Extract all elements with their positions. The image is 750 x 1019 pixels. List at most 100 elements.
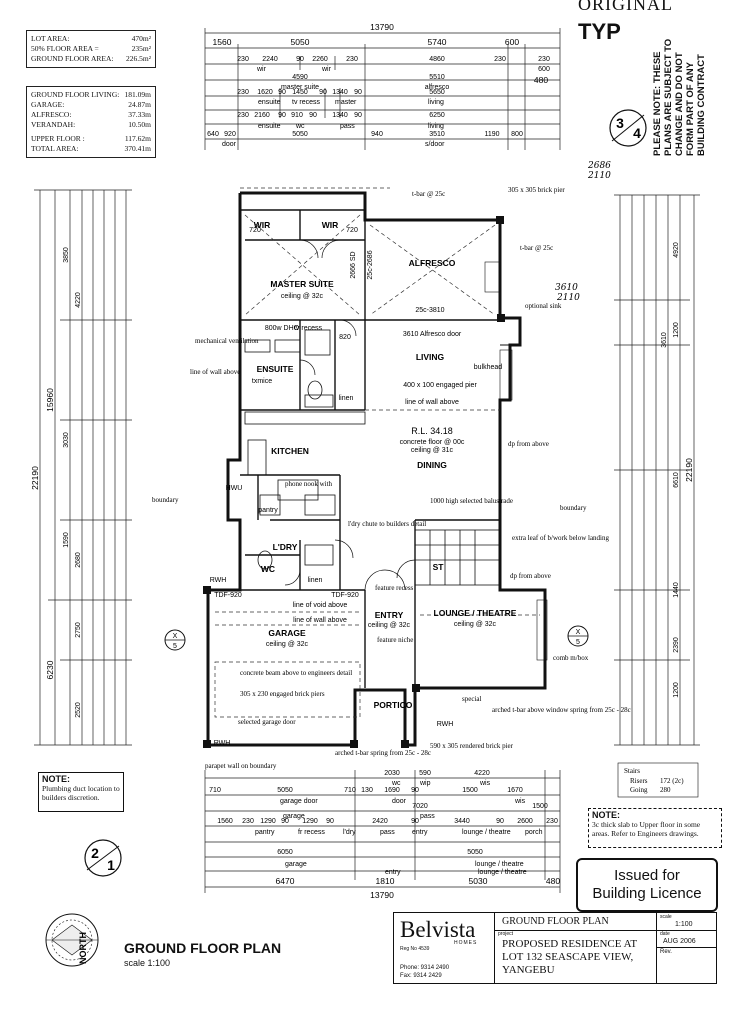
- stairs-going-value: 280: [660, 786, 671, 794]
- dim-label: wc: [391, 780, 401, 787]
- rl-level: R.L. 34.18: [411, 426, 453, 436]
- dim-label: 5510: [429, 74, 445, 81]
- note-text: line of void above: [293, 602, 348, 609]
- dim-label: ensuite: [258, 99, 281, 106]
- note-text: optional sink: [525, 302, 562, 310]
- date-label: date: [660, 931, 670, 937]
- dim-label: 90: [496, 818, 504, 825]
- dim-label: 6470: [276, 876, 295, 886]
- dim-label: 480: [546, 876, 560, 886]
- dim-label: 600: [538, 66, 550, 73]
- dim-label: lounge / theatre: [478, 869, 527, 876]
- note-text: t-bar @ 25c: [520, 244, 553, 252]
- dim-label: 5650: [429, 89, 445, 96]
- project-line2: LOT 132 SEASCAPE VIEW,: [502, 951, 634, 963]
- dim-label: 230: [237, 56, 249, 63]
- dim-label: 5030: [469, 876, 488, 886]
- company-fax: Fax: 9314 2429: [400, 973, 442, 979]
- dashed-lines: [214, 187, 540, 718]
- plan-annotations: R.L. 34.18 concrete floor @ 00c ceiling …: [152, 186, 631, 770]
- please-note-block: PLEASE NOTE: THESE PLANS ARE SUBJECT TO …: [648, 30, 708, 160]
- sheet-marker-number: 4: [633, 125, 641, 141]
- company-reg: Reg No 4539: [400, 946, 430, 952]
- dim-label: 590: [419, 770, 431, 777]
- note-text: dp from above: [510, 572, 551, 580]
- note-text: extra leaf of b/work below landing: [512, 534, 609, 542]
- sheet-title: GROUND FLOOR PLAN: [502, 916, 609, 927]
- dim-label: 5050: [291, 37, 310, 47]
- dim-label: 1620: [257, 89, 273, 96]
- dim-label: 480: [534, 75, 548, 85]
- section-marker-left: X 5: [164, 629, 186, 651]
- stairs-risers-label: Risers: [630, 777, 648, 785]
- dim-label: 4220: [75, 292, 82, 308]
- bottom-dimension-lines: [204, 770, 561, 893]
- note-text: comb m/box: [553, 654, 589, 662]
- dim-label: pass: [380, 829, 395, 836]
- plumbing-note: NOTE: Plumbing duct location to builders…: [38, 772, 124, 812]
- sheet-marker-bottom: 2 1: [84, 839, 122, 877]
- note-text: feature niche: [377, 636, 413, 644]
- area-label: GROUND FLOOR AREA:: [31, 54, 114, 63]
- dim-label: 1450: [292, 89, 308, 96]
- section-marker-number: 5: [173, 643, 177, 650]
- area-breakdown-table: GROUND FLOOR LIVING:181.09m GARAGE:24.87…: [26, 86, 156, 158]
- dim-label: living: [428, 99, 444, 106]
- dim-label: 230: [546, 818, 558, 825]
- title-main: GROUND FLOOR PLAN project PROPOSED RESID…: [494, 913, 656, 983]
- room-label-ensuite: ENSUITE: [257, 364, 294, 374]
- dim-label: 3030: [63, 432, 70, 448]
- note-text: arched t-bar above window spring from 25…: [492, 706, 631, 714]
- dim-label: 2520: [75, 702, 82, 718]
- area-label: ALFRESCO:: [31, 110, 72, 119]
- room-label-alfresco: ALFRESCO: [409, 258, 456, 268]
- dim-label: 1340: [332, 112, 348, 119]
- dim-label: wis: [514, 798, 526, 805]
- bottom-dimension-text: 2030 590 4220 wc wip wis 710 5050 710 13…: [209, 770, 560, 900]
- area-label: GARAGE:: [31, 100, 65, 109]
- area-label: UPPER FLOOR :: [31, 134, 85, 143]
- dim-label: 90: [309, 112, 317, 119]
- note-text: RWH: [210, 577, 227, 584]
- area-value: 235m²: [131, 44, 151, 53]
- note-text: txmice: [252, 378, 272, 385]
- note-text: 25c-3810: [415, 307, 444, 314]
- openings: [484, 261, 548, 661]
- dim-label: garage door: [280, 798, 318, 805]
- project-line3: YANGEBU: [502, 964, 555, 976]
- dim-label: 940: [371, 131, 383, 138]
- area-value: 470m²: [131, 34, 151, 43]
- plan-title-block: GROUND FLOOR PLAN scale 1:100: [124, 940, 281, 968]
- note-text: 590 x 305 rendered brick pier: [430, 742, 514, 750]
- north-label: NORTH: [78, 932, 88, 964]
- dim-label: 1690: [384, 787, 400, 794]
- handwritten-notes: 2686 2110 3610 2110: [555, 161, 611, 303]
- dim-label: 2390: [673, 637, 680, 653]
- handwritten-text: 2110: [556, 293, 580, 303]
- dim-label: 130: [361, 787, 373, 794]
- area-row: GROUND FLOOR AREA:226.5m²: [31, 54, 151, 64]
- dim-label: 1290: [302, 818, 318, 825]
- dim-label: 230: [237, 112, 249, 119]
- area-row: ALFRESCO:37.33m: [31, 110, 151, 120]
- dim-label: 1500: [462, 787, 478, 794]
- note-text: concrete beam above to engineers detail: [240, 669, 352, 677]
- note-text: 305 x 230 engaged brick piers: [240, 690, 325, 698]
- staircase: [414, 529, 501, 586]
- please-note-line: CHANGE AND DO NOT: [674, 52, 685, 156]
- slab-note: NOTE: 3c thick slab to Upper floor in so…: [588, 808, 722, 848]
- issued-stamp: Issued for Building Licence: [576, 858, 718, 912]
- note-text: boundary: [560, 504, 587, 512]
- dim-label: living: [428, 123, 444, 130]
- dim-label: pantry: [255, 829, 275, 836]
- left-dimension-text: 22190 15960 6230 3850 4220 3030 1590 268…: [30, 247, 82, 718]
- note-body: Plumbing duct location to builders discr…: [42, 784, 120, 802]
- room-label-kitchen: KITCHEN: [271, 446, 309, 456]
- area-label: TOTAL AREA:: [31, 144, 79, 153]
- note-text: HWU: [226, 485, 243, 492]
- area-row: VERANDAH:10.50m: [31, 120, 151, 130]
- dim-label: 6230: [45, 660, 55, 679]
- note-text: l'dry chute to builders detail: [348, 520, 426, 528]
- dim-label: 6250: [429, 112, 445, 119]
- note-text: concrete floor @ 00c: [400, 439, 465, 446]
